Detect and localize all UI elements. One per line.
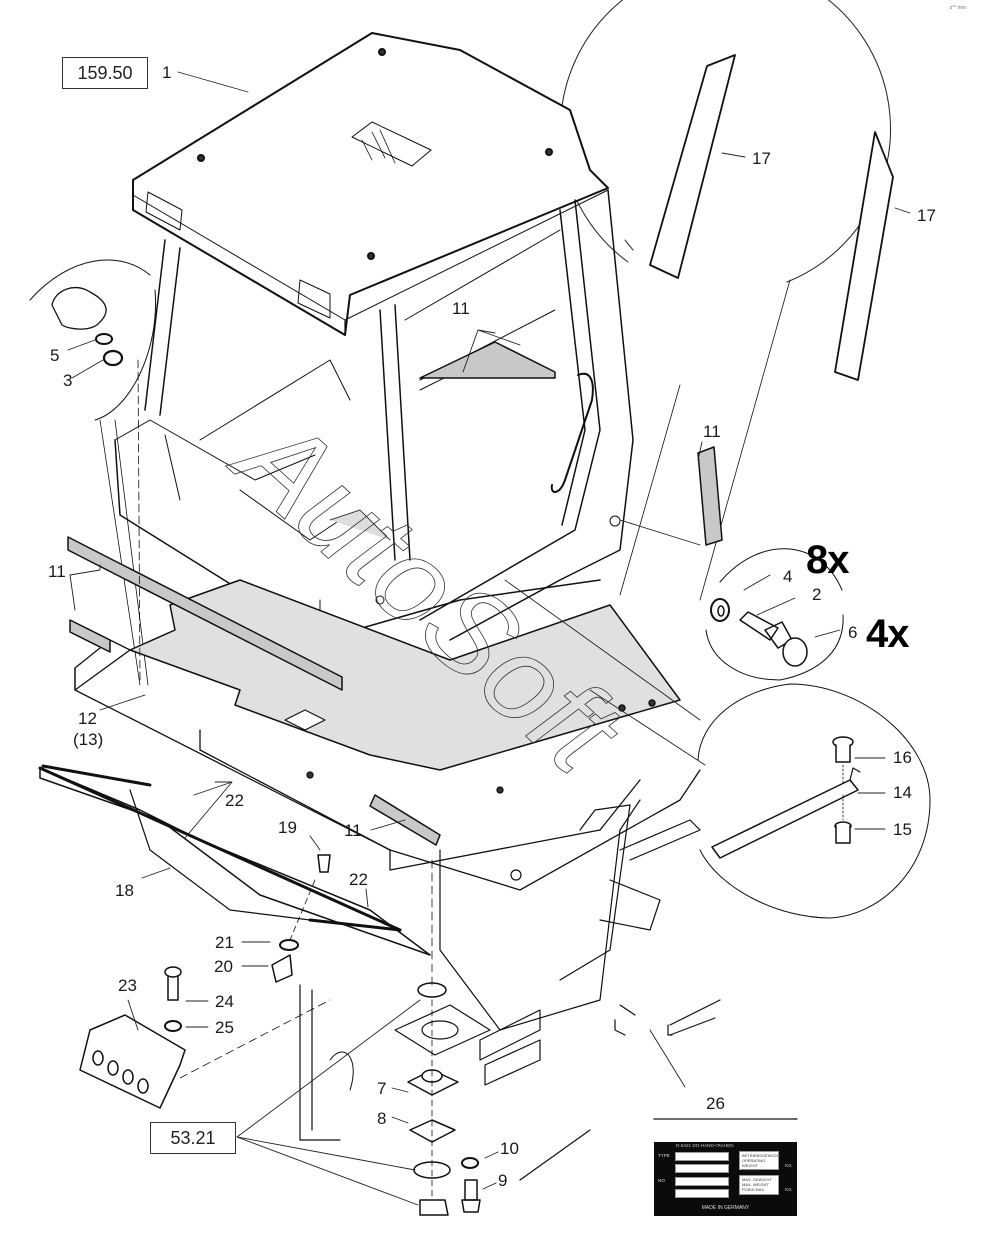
detail-circle-rails — [560, 0, 891, 283]
callout-14[interactable]: 14 — [893, 783, 912, 802]
nameplate-title: D-5421 DO-HAND-I'RAHEN — [676, 1143, 734, 1148]
callout-26[interactable]: 26 — [706, 1094, 725, 1113]
callout-22[interactable]: 22 — [349, 870, 368, 889]
floor-mat — [129, 579, 681, 771]
nameplate-no-label: NO — [658, 1178, 665, 1183]
reference-box-159-50[interactable]: 159.50 — [62, 57, 148, 89]
callout-13[interactable]: (13) — [73, 730, 104, 749]
callout-3[interactable]: 3 — [63, 371, 73, 390]
nameplate-operating-weight: BETRIEBSGEWICHT OPERATING WEIGHT POIDS D… — [739, 1151, 781, 1178]
max-weight-label-fr: POIDS MAX — [742, 1187, 765, 1192]
weight-label-en: OPERATING WEIGHT — [742, 1158, 766, 1168]
rail-17-left — [649, 54, 736, 279]
nameplate-unit-1: KG — [785, 1163, 792, 1168]
callout-11[interactable]: 11 — [344, 821, 362, 840]
nameplate-field-no — [675, 1177, 729, 1186]
detail-circle-bracket — [697, 683, 931, 919]
small-parts — [79, 854, 331, 1109]
lower-chassis — [299, 799, 701, 1181]
cab-roof — [132, 32, 609, 336]
callout-11[interactable]: 11 — [452, 299, 470, 318]
leader-lines — [67, 71, 911, 1206]
callout-9[interactable]: 9 — [498, 1171, 508, 1190]
corner-mark: z°° nnn — [949, 5, 966, 11]
fastener-detail — [51, 287, 124, 367]
mount-parts — [289, 859, 481, 1216]
panel-18 — [38, 764, 431, 956]
nameplate-type-label: TYPE — [658, 1153, 670, 1158]
callout-7[interactable]: 7 — [377, 1079, 387, 1098]
max-weight-label-de: MAX. GEWICHT — [742, 1177, 772, 1182]
max-weight-label-en: MAX. WEIGHT — [742, 1182, 769, 1187]
callout-19[interactable]: 19 — [278, 818, 297, 837]
weight-label-de: BETRIEBSGEWICHT — [742, 1153, 781, 1158]
callout-21[interactable]: 21 — [215, 933, 234, 952]
nameplate-unit-2: KG — [785, 1187, 792, 1192]
callout-17[interactable]: 17 — [917, 206, 936, 225]
callout-23[interactable]: 23 — [118, 976, 137, 995]
callout-8[interactable]: 8 — [377, 1109, 387, 1128]
part-26 — [614, 999, 721, 1036]
callout-22[interactable]: 22 — [225, 791, 244, 810]
callout-11[interactable]: 11 — [703, 422, 721, 441]
nameplate-field-no-2 — [675, 1189, 729, 1198]
bracket-detail — [711, 736, 861, 859]
callout-25[interactable]: 25 — [215, 1018, 234, 1037]
detail-circle-bolts — [705, 548, 844, 681]
callout-6[interactable]: 6 — [848, 623, 858, 642]
reference-box-53-21[interactable]: 53.21 — [150, 1122, 236, 1154]
callout-5[interactable]: 5 — [50, 346, 60, 365]
callout-16[interactable]: 16 — [893, 748, 912, 767]
callout-11[interactable]: 11 — [48, 562, 66, 581]
callout-24[interactable]: 24 — [215, 992, 234, 1011]
callout-4[interactable]: 4 — [783, 567, 793, 586]
callout-15[interactable]: 15 — [893, 820, 912, 839]
floor-frame — [74, 639, 701, 891]
nameplate-field-type — [675, 1152, 729, 1161]
detail-circle-fastener — [29, 259, 157, 421]
nameplate-max-weight: MAX. GEWICHT MAX. WEIGHT POIDS MAX — [739, 1175, 779, 1195]
quantity-4x: 4x — [866, 612, 909, 656]
quantity-8x: 8x — [806, 538, 849, 582]
callout-10[interactable]: 10 — [500, 1139, 519, 1158]
nameplate-field-type-2 — [675, 1164, 729, 1173]
nameplate: D-5421 DO-HAND-I'RAHEN TYPE NO BETRIEBSG… — [654, 1142, 797, 1216]
callout-2[interactable]: 2 — [812, 585, 822, 604]
seal-strip-11 — [67, 341, 723, 846]
callout-17[interactable]: 17 — [752, 149, 771, 168]
callout-20[interactable]: 20 — [214, 957, 233, 976]
callout-1[interactable]: 1 — [162, 63, 172, 82]
callout-12[interactable]: 12 — [78, 709, 97, 728]
rail-17-right — [834, 131, 894, 381]
nameplate-footer: MADE IN GERMANY — [701, 1205, 750, 1211]
callout-18[interactable]: 18 — [115, 881, 134, 900]
bolt-detail — [710, 598, 808, 667]
